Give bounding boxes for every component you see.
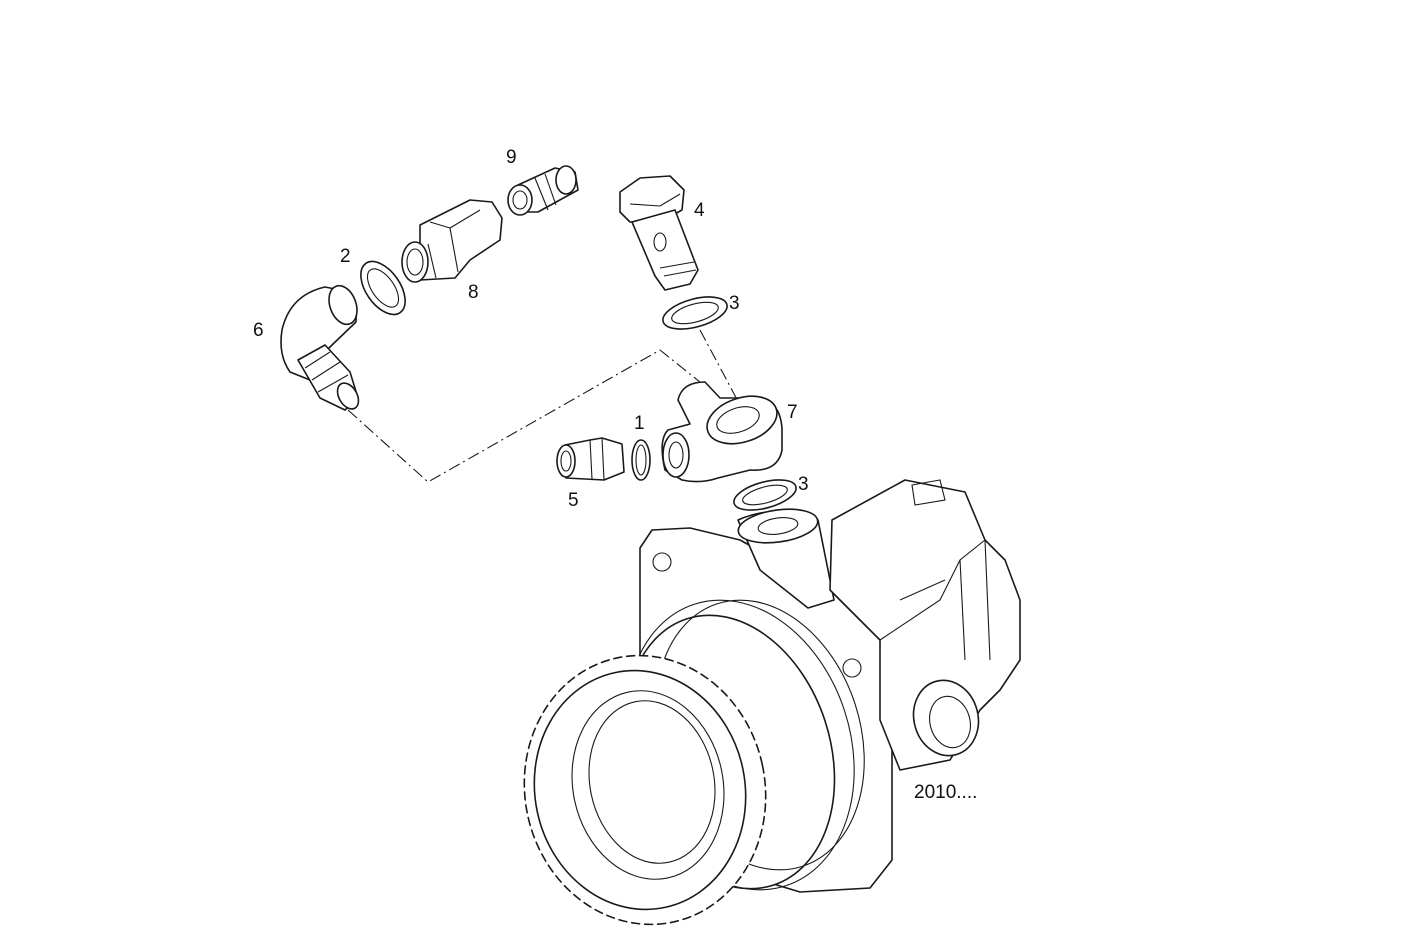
callout-3-lower: 3 (798, 474, 809, 495)
callout-6: 6 (253, 320, 264, 341)
part-9-adapter (507, 165, 579, 216)
callout-5: 5 (568, 490, 579, 511)
callout-7: 7 (787, 402, 798, 423)
assembly-leader-lines (347, 329, 749, 483)
callout-9: 9 (506, 147, 517, 168)
part-5-adapter (556, 437, 625, 481)
part-7-banjo-body (661, 381, 783, 483)
callout-3-upper: 3 (729, 293, 740, 314)
drive-gear (523, 654, 767, 926)
callout-2: 2 (340, 246, 351, 267)
part-1-o-ring (631, 439, 651, 481)
callout-labels: 9 4 2 8 3 6 7 1 3 5 2010.... (253, 147, 977, 803)
part-6-elbow-fitting (280, 284, 360, 411)
part-8-hex-union (401, 199, 503, 283)
part-3-upper-washer (662, 296, 728, 330)
callout-1: 1 (634, 413, 645, 434)
part-2-seal-ring (360, 260, 406, 316)
callout-4: 4 (694, 200, 705, 221)
part-3-lower-washer (733, 479, 797, 511)
callout-8: 8 (468, 282, 479, 303)
reference-label: 2010.... (914, 782, 977, 803)
part-4-banjo-bolt (619, 175, 699, 291)
